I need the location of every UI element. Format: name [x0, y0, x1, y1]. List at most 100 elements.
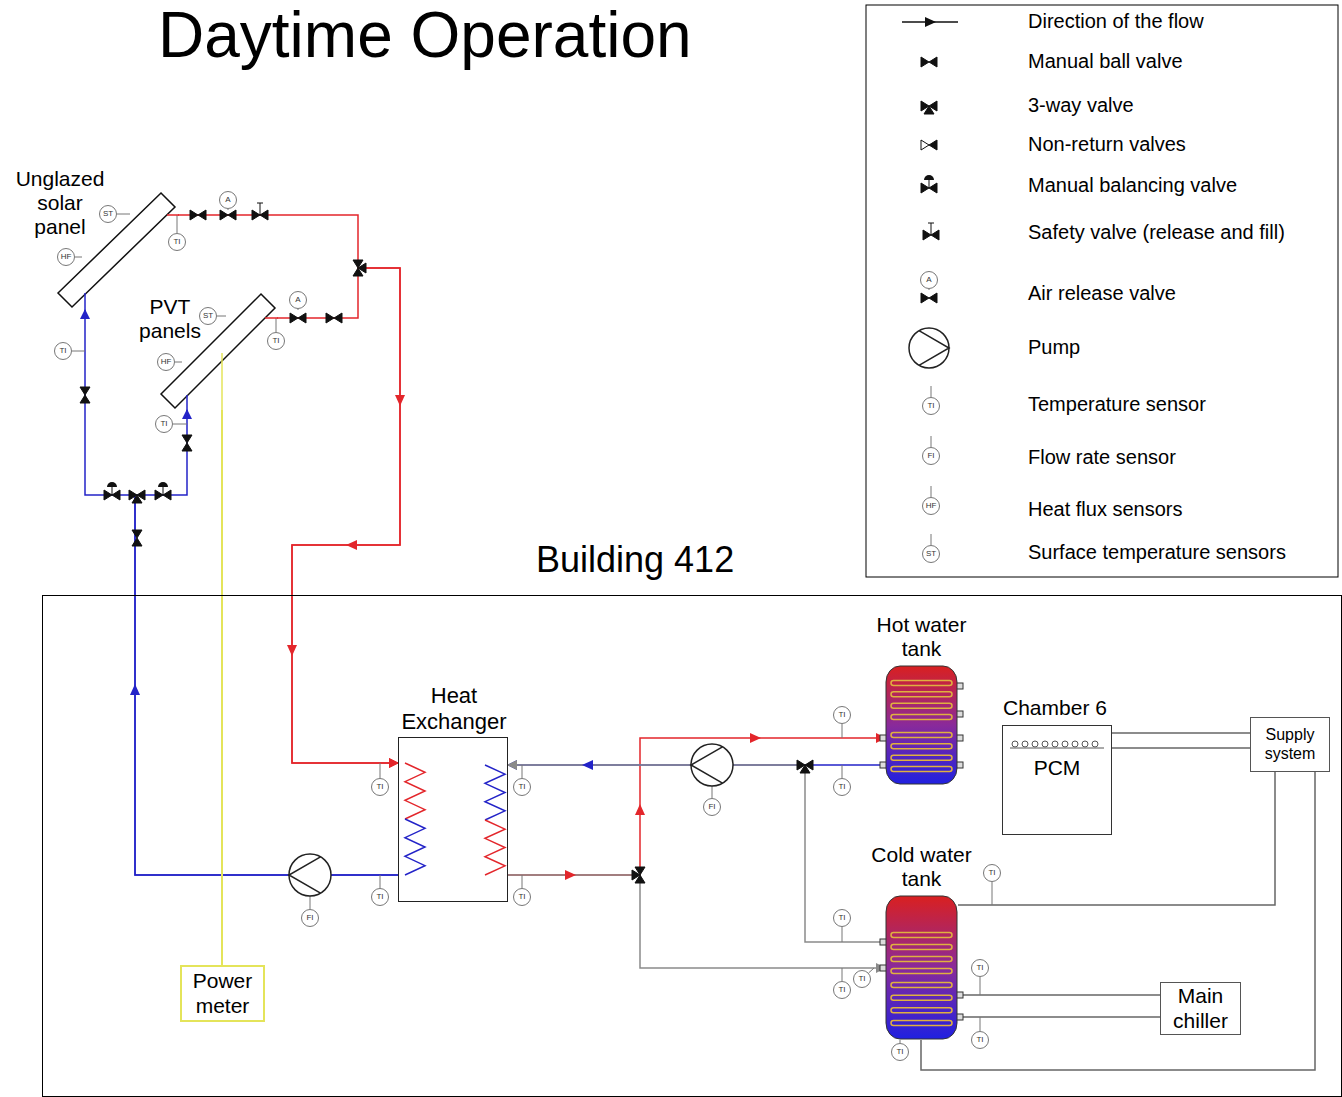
flow-arrow: [395, 395, 405, 406]
pipe-connector: [958, 994, 1160, 996]
sensor-tag: A: [219, 191, 237, 209]
connectors: [85, 215, 1315, 1070]
legend-text: Non-return valves: [1028, 133, 1186, 156]
valve-wedge: [80, 395, 90, 403]
pcm-coil-turn: [1022, 741, 1028, 747]
pcm-coil-turn: [1052, 741, 1058, 747]
balancing-cap: [107, 482, 117, 487]
pcm-coil: [1010, 748, 1104, 749]
sensor-tag: TI: [371, 778, 389, 796]
pump-body: [289, 854, 331, 896]
balancing-valve: [104, 482, 120, 500]
supply-system-box: Supply system: [1250, 717, 1330, 772]
equipment-label: Cold water tank: [862, 843, 982, 891]
legend-text: Temperature sensor: [1028, 393, 1206, 416]
three-way-valve: [353, 260, 366, 276]
legend-flow-arrow: [925, 17, 936, 27]
sensor-tag: TI: [54, 342, 72, 360]
ball-valve: [182, 435, 192, 451]
balancing-cap: [924, 175, 934, 180]
ball-valve: [326, 313, 342, 323]
pipe-stub: [167, 214, 179, 216]
panel-label: PVT panels: [134, 295, 206, 343]
pcm-coil-turn: [1042, 741, 1048, 747]
valve-wedge: [334, 313, 342, 323]
valve-stem: [163, 487, 164, 495]
pvt-panel: PVT panels: [158, 293, 277, 410]
pipe-connector: [508, 875, 885, 968]
flow-arrow: [287, 645, 297, 656]
sensor-tag: TI: [971, 959, 989, 977]
valve-wedge: [163, 490, 171, 500]
pump-triangle: [289, 857, 321, 893]
valve-wedge: [104, 490, 112, 500]
sensor-stem: [980, 977, 981, 995]
sensor-stem: [931, 436, 932, 447]
sensor-tag: ST: [922, 545, 940, 563]
pipe-connector: [958, 1016, 1160, 1018]
pcm-coil-turn: [1062, 741, 1068, 747]
tank-coil: [891, 692, 952, 697]
valve-wedge: [298, 313, 306, 323]
sensor-tag: HF: [922, 497, 940, 515]
sensor-stem: [75, 257, 82, 258]
sensor-tag: ST: [199, 307, 217, 325]
valve-wedge: [921, 57, 929, 67]
sensor-stem: [842, 927, 843, 942]
air-release-valve: [290, 313, 306, 323]
pcm-label: PCM: [1003, 756, 1111, 780]
exchanger-coil: [405, 819, 425, 875]
legend-air-release-valve: [921, 293, 937, 303]
sensor-stem: [931, 534, 932, 545]
sensor-stem: [931, 486, 932, 497]
building-outline: Building 412Heat ExchangerHot water tank…: [42, 595, 1342, 1097]
valve-wedge: [931, 230, 939, 240]
sensor-tag: A: [920, 271, 938, 289]
legend-text: Surface temperature sensors: [1028, 541, 1286, 564]
valve-wedge: [290, 313, 298, 323]
pcm-coil-turn: [1072, 741, 1078, 747]
legend-text: Direction of the flow: [1028, 10, 1204, 33]
pipe-connector: [135, 410, 398, 875]
tank-coil: [891, 1021, 952, 1026]
pipe-connector: [1112, 747, 1250, 749]
valve-stem: [929, 180, 930, 188]
pump-triangle: [691, 747, 723, 783]
pipe-connector: [958, 772, 1275, 905]
heat-exchanger: Heat Exchanger: [398, 737, 508, 902]
box-label: Main chiller: [1164, 984, 1237, 1032]
valve-stem: [257, 203, 263, 204]
sensor-tag: TI: [833, 981, 851, 999]
valve-wedge: [921, 140, 929, 150]
sensor-tag: FI: [301, 909, 319, 927]
pump-symbol: [691, 744, 733, 786]
sensor-stem: [992, 882, 993, 905]
sensor-tag: TI: [922, 397, 940, 415]
sensor-stem: [310, 896, 311, 909]
sensor-tag: TI: [983, 864, 1001, 882]
valve-wedge: [182, 435, 192, 443]
valve-wedge: [132, 530, 142, 538]
exchanger-coil: [485, 765, 505, 820]
valve-wedge: [198, 210, 206, 220]
valve-wedge: [220, 210, 228, 220]
flow-arrow: [582, 760, 593, 770]
valve-stem: [928, 223, 934, 224]
sensor-tag: TI: [853, 970, 871, 988]
valve-wedge: [132, 538, 142, 546]
pump-symbol: [909, 328, 949, 368]
valve-wedge: [921, 183, 929, 193]
exchanger-coil: [485, 820, 505, 875]
legend-three-way-valve: [921, 101, 937, 114]
pcm-coil-turn: [1092, 741, 1098, 747]
valve-wedge: [190, 210, 198, 220]
sensor-stem: [380, 875, 381, 888]
tank-coil: [891, 744, 952, 749]
valve-stem: [112, 487, 113, 495]
legend-text: Manual ball valve: [1028, 50, 1183, 73]
sensor-tag: ST: [99, 205, 117, 223]
power-meter-box: Power meter: [180, 965, 265, 1022]
pipe-stub: [186, 395, 188, 411]
pipe-connector: [508, 738, 885, 875]
